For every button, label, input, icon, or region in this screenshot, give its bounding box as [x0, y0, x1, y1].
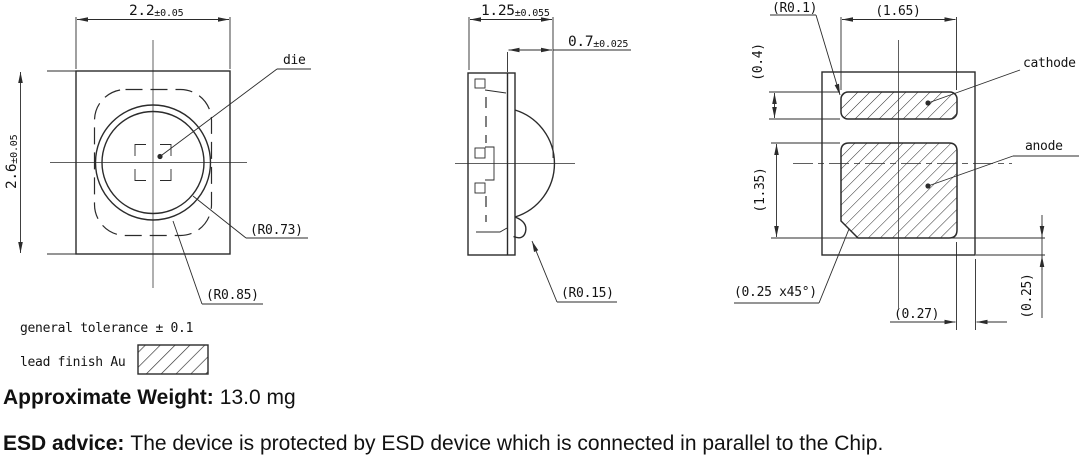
pad-bottom-gap-label: (0.25) — [1020, 273, 1035, 318]
side-view-depth-dimension: 1.25±0.055 — [481, 3, 550, 19]
lead-finish-hatch-swatch — [137, 344, 209, 375]
pad-edge-gap-label: (0.27) — [894, 307, 939, 322]
cathode-pad — [840, 91, 958, 120]
die-label: die — [283, 53, 306, 68]
esd-label: ESD advice: — [3, 432, 125, 455]
anode-pad-height-label: (1.35) — [753, 167, 768, 212]
lead-finish-note: lead finish Au — [20, 355, 125, 370]
leadframe-profile — [474, 78, 508, 233]
top-view: 2.2±0.05 2.6±0.05 die (R0.73) (R0.85) — [4, 3, 311, 305]
top-view-width-dimension: 2.2±0.05 — [129, 3, 184, 19]
top-view-height-dimension: 2.6±0.05 — [4, 134, 20, 189]
side-view: 1.25±0.055 0.7±0.025 (R0.15) — [455, 3, 631, 303]
anode-label: anode — [1025, 139, 1063, 154]
die-marks — [134, 144, 172, 181]
led-package-drawing: 2.2±0.05 2.6±0.05 die (R0.73) (R0.85) — [4, 1, 1079, 375]
package-outline-side — [467, 72, 516, 256]
anode-pad — [840, 142, 958, 239]
lens-fillet — [513, 216, 527, 239]
esd-advice-line: ESD advice:The device is protected by ES… — [3, 432, 883, 456]
notes: general tolerance ± 0.1 lead finish Au — [20, 321, 209, 375]
lens-radius-label: (R0.73) — [250, 223, 303, 238]
reflector-radius-label: (R0.85) — [206, 288, 259, 303]
side-view-lens-height-dimension: 0.7±0.025 — [568, 34, 628, 50]
fillet-radius-label: (R0.15) — [561, 286, 614, 301]
pad-corner-radius-label: (R0.1) — [772, 1, 817, 16]
chamfer-label: (0.25 x45°) — [734, 285, 817, 300]
general-tolerance-note: general tolerance ± 0.1 — [20, 321, 193, 336]
approximate-weight-line: Approximate Weight:13.0 mg — [3, 386, 296, 410]
weight-value: 13.0 mg — [219, 386, 296, 409]
pad-width-label: (1.65) — [875, 4, 920, 19]
bottom-view: (1.65) (R0.1) (0.4) (1.35) cathode anode — [734, 1, 1079, 330]
cathode-label: cathode — [1023, 56, 1076, 71]
esd-text: The device is protected by ESD device wh… — [130, 432, 884, 455]
weight-label: Approximate Weight: — [3, 386, 214, 409]
cathode-pad-height-label: (0.4) — [751, 43, 766, 81]
